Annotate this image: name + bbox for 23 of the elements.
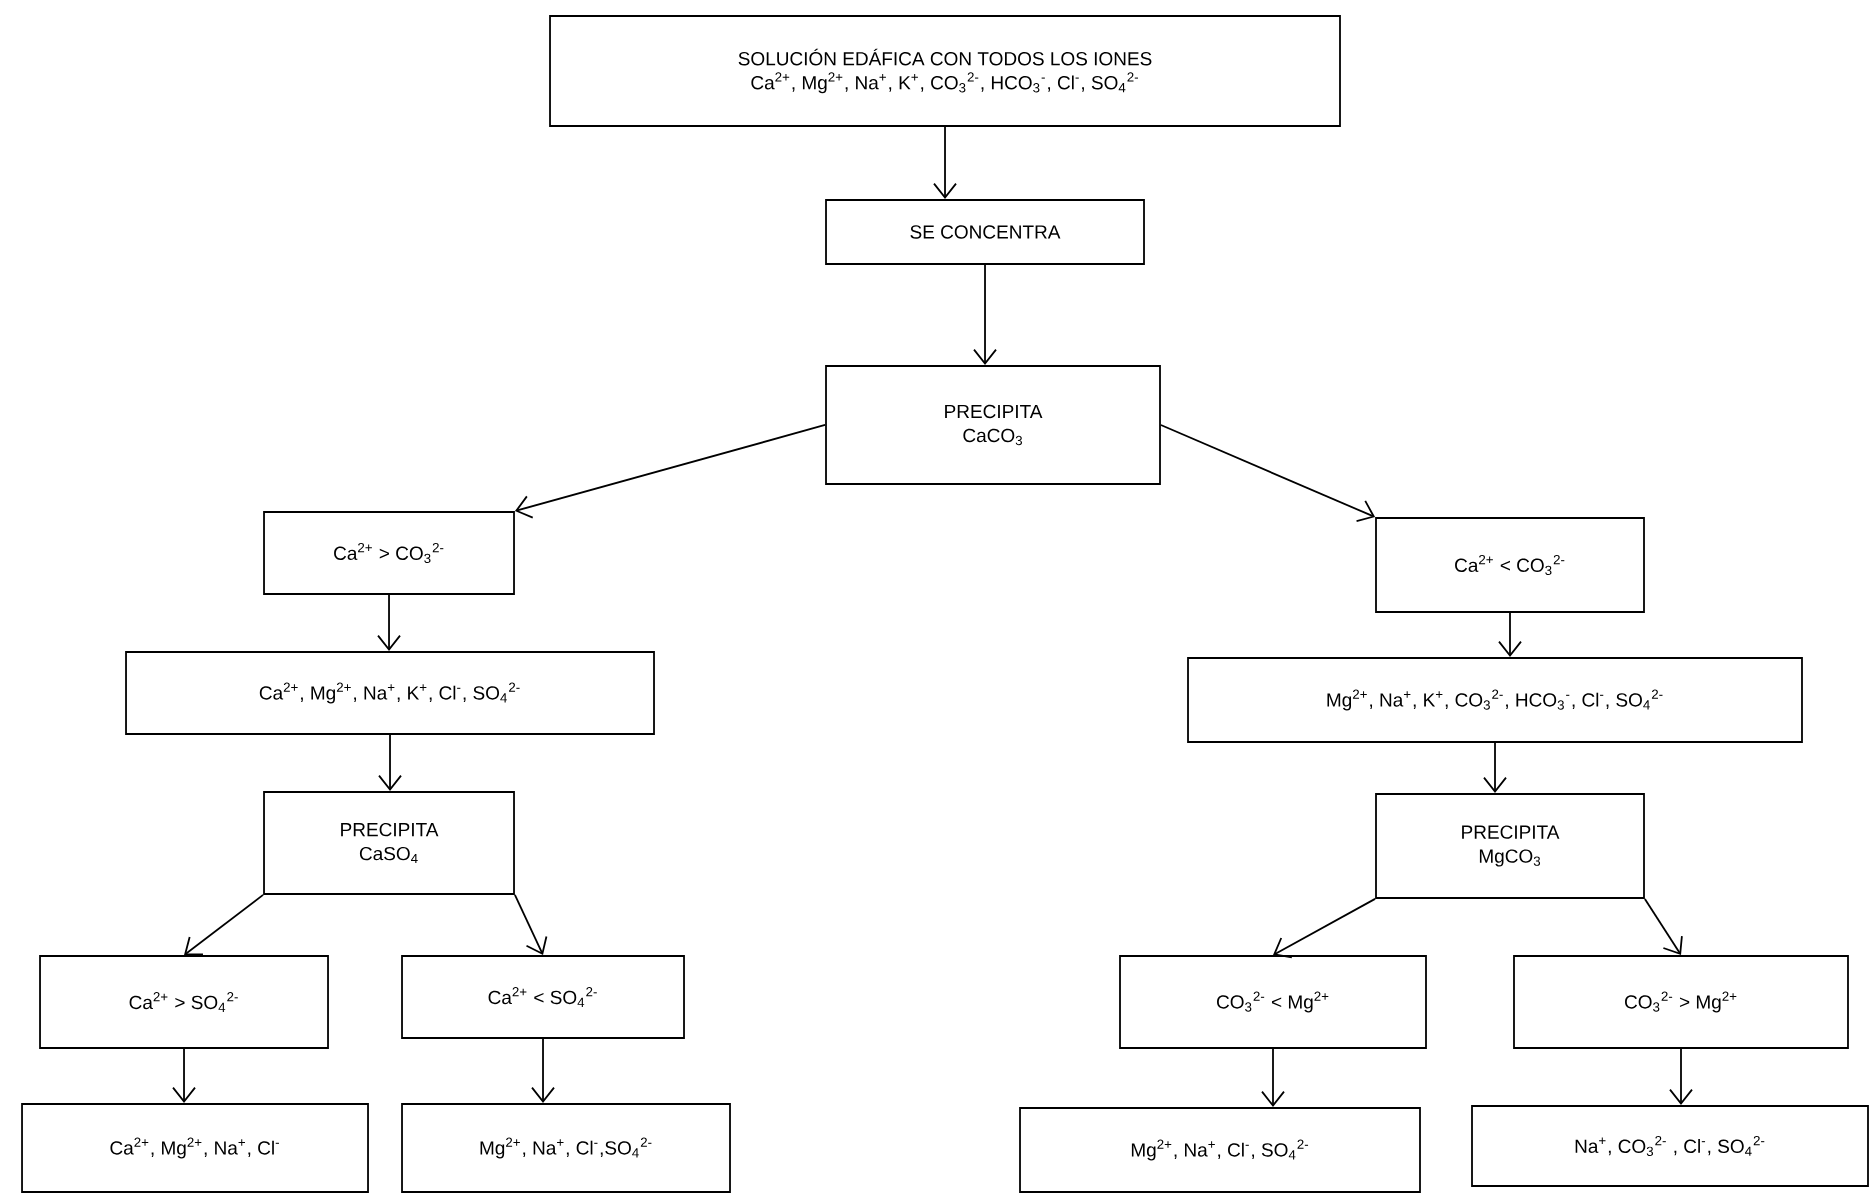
process-box: PRECIPITA CaCO$_{3}$ <box>825 365 1161 485</box>
arrow <box>1273 898 1376 959</box>
process-box: Ca$^{2+}$, Mg$^{2+}$, Na$^{+}$, Cl$^{-}$ <box>21 1103 369 1193</box>
arrow <box>377 594 401 652</box>
arrow <box>514 894 548 956</box>
process-box: PRECIPITA CaSO$_{4}$ <box>263 791 515 895</box>
arrow <box>1483 742 1507 794</box>
arrow <box>1261 1048 1285 1108</box>
arrow <box>531 1038 555 1104</box>
arrow <box>933 126 957 200</box>
arrow <box>184 894 264 956</box>
arrow <box>378 734 402 792</box>
arrow <box>973 264 997 366</box>
process-box: CO$_{3}$$^{2-}$ < Mg$^{2+}$ <box>1119 955 1427 1049</box>
arrow <box>1669 1048 1693 1106</box>
process-box: SE CONCENTRA <box>825 199 1145 265</box>
arrow <box>514 424 826 519</box>
process-box: PRECIPITA MgCO$_{3}$ <box>1375 793 1645 899</box>
arrow <box>1498 612 1522 658</box>
arrow <box>1160 424 1376 522</box>
process-box: CO$_{3}$$^{2-}$ > Mg$^{2+}$ <box>1513 955 1849 1049</box>
arrow <box>172 1048 196 1104</box>
arrow <box>1644 898 1683 956</box>
